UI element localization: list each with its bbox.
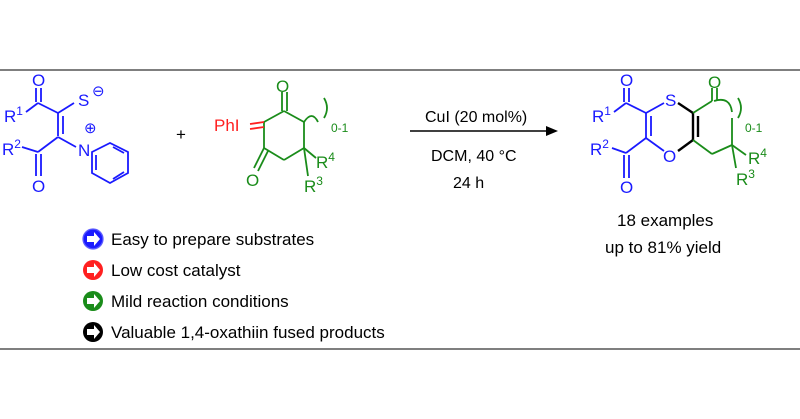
reagent-b-substituent-bonds — [303, 147, 317, 177]
reagent-a-s-charge: ⊖ — [92, 83, 105, 100]
reagent-b-o-top: O — [276, 77, 289, 96]
condition-time: 24 h — [453, 175, 484, 192]
feature-item-conditions: Mild reaction conditions — [83, 291, 289, 311]
product-r1: R1 — [592, 104, 611, 126]
reagent-b-phi: PhI — [214, 116, 240, 135]
feature-item-catalyst: Low cost catalyst — [83, 260, 241, 280]
condition-solvent-temp: DCM, 40 °C — [431, 148, 517, 165]
product-blue-part — [611, 88, 665, 178]
feature-label: Valuable 1,4-oxathiin fused products — [111, 323, 385, 342]
reagent-b-r3: R3 — [304, 174, 323, 196]
product-r4: R4 — [748, 146, 767, 168]
plus-sign: + — [176, 125, 186, 144]
arrow-circle-icon — [83, 260, 103, 280]
product-black-part — [677, 102, 700, 152]
reagent-a-n-charge: ⊕ — [84, 120, 97, 137]
condition-catalyst: CuI (20 mol%) — [425, 109, 527, 126]
arrow-circle-icon — [82, 228, 104, 250]
reagent-b-ylide-bond — [249, 121, 265, 130]
reagent-b-o-bottom: O — [246, 171, 259, 190]
result-examples: 18 examples — [617, 211, 713, 230]
feature-label: Easy to prepare substrates — [111, 230, 314, 249]
reagent-b-structure — [253, 92, 328, 172]
product-o-ring: O — [663, 147, 676, 166]
result-yield: up to 81% yield — [605, 238, 721, 257]
reagent-a-n: N — [78, 141, 90, 160]
feature-label: Mild reaction conditions — [111, 292, 289, 311]
feature-item-substrates: Easy to prepare substrates — [82, 228, 314, 250]
feature-item-products: Valuable 1,4-oxathiin fused products — [83, 322, 385, 342]
arrow-circle-icon — [83, 291, 103, 311]
reagent-a-r2: R2 — [2, 137, 21, 159]
product-s: S — [665, 91, 676, 110]
reagent-b-r4: R4 — [316, 150, 335, 172]
product-o-ketone: O — [708, 73, 721, 92]
feature-list: Easy to prepare substrates Low cost cata… — [82, 228, 385, 342]
reagent-a-o-bottom: O — [32, 177, 45, 196]
product-ring-size: 0-1 — [745, 121, 763, 135]
product-o-top: O — [620, 71, 633, 90]
arrow-circle-icon — [83, 322, 103, 342]
feature-label: Low cost catalyst — [111, 261, 241, 280]
product-r2: R2 — [590, 137, 609, 159]
product-o-bottom: O — [620, 178, 633, 197]
reagent-a-r1: R1 — [4, 104, 23, 126]
reaction-arrow — [410, 126, 558, 136]
reagent-a-structure — [21, 88, 129, 185]
product-green-part — [692, 88, 747, 169]
product-r3: R3 — [736, 167, 755, 189]
reagent-b-ring-size: 0-1 — [331, 121, 349, 135]
reagent-a-s: S — [78, 91, 89, 110]
reagent-a-o-top: O — [32, 71, 45, 90]
